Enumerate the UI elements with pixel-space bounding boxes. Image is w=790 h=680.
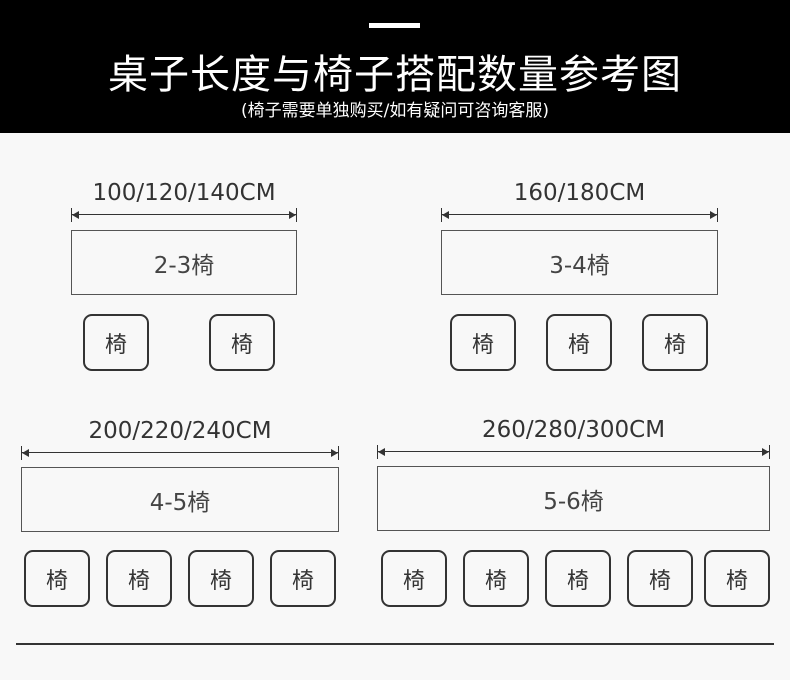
arrow-right-icon xyxy=(289,211,296,219)
dimension-line xyxy=(377,445,770,459)
dimension-label: 160/180CM xyxy=(513,180,646,206)
page-title: 桌子长度与椅子搭配数量参考图 xyxy=(108,52,682,98)
arrow-left-icon xyxy=(72,211,79,219)
table-group-1: 100/120/140CM 2-3椅 椅 椅 xyxy=(71,178,297,374)
page-subtitle: (椅子需要单独购买/如有疑问可咨询客服) xyxy=(241,101,549,121)
dimension-line xyxy=(441,208,718,222)
table-rect: 2-3椅 xyxy=(71,230,297,295)
chair: 椅 xyxy=(450,314,516,371)
bottom-divider xyxy=(16,643,774,645)
dimension-line xyxy=(21,446,339,460)
chair: 椅 xyxy=(106,550,172,607)
arrow-left-icon xyxy=(378,448,385,456)
table-group-3: 200/220/240CM 4-5椅 椅 椅 椅 椅 xyxy=(21,416,339,612)
dimension-label: 100/120/140CM xyxy=(92,180,276,206)
chair: 椅 xyxy=(627,550,693,607)
arrow-left-icon xyxy=(22,449,29,457)
chair: 椅 xyxy=(24,550,90,607)
chair: 椅 xyxy=(381,550,447,607)
chair: 椅 xyxy=(545,550,611,607)
table-rect: 5-6椅 xyxy=(377,466,770,531)
arrow-left-icon xyxy=(442,211,449,219)
table-rect: 3-4椅 xyxy=(441,230,718,295)
dimension-label: 260/280/300CM xyxy=(481,417,666,443)
chair: 椅 xyxy=(83,314,149,371)
arrow-right-icon xyxy=(331,449,338,457)
chair: 椅 xyxy=(270,550,336,607)
dimension-label: 200/220/240CM xyxy=(88,418,272,444)
chair: 椅 xyxy=(209,314,275,371)
table-rect: 4-5椅 xyxy=(21,467,339,532)
dimension-line xyxy=(71,208,297,222)
chair: 椅 xyxy=(463,550,529,607)
table-group-4: 260/280/300CM 5-6椅 椅 椅 椅 椅 椅 xyxy=(377,415,770,611)
table-group-2: 160/180CM 3-4椅 椅 椅 椅 xyxy=(441,178,718,374)
chair: 椅 xyxy=(188,550,254,607)
header-accent-bar xyxy=(369,23,420,28)
header-banner: 桌子长度与椅子搭配数量参考图 (椅子需要单独购买/如有疑问可咨询客服) xyxy=(0,0,790,133)
arrow-right-icon xyxy=(762,448,769,456)
chair: 椅 xyxy=(642,314,708,371)
chair: 椅 xyxy=(704,550,770,607)
chair: 椅 xyxy=(546,314,612,371)
arrow-right-icon xyxy=(710,211,717,219)
